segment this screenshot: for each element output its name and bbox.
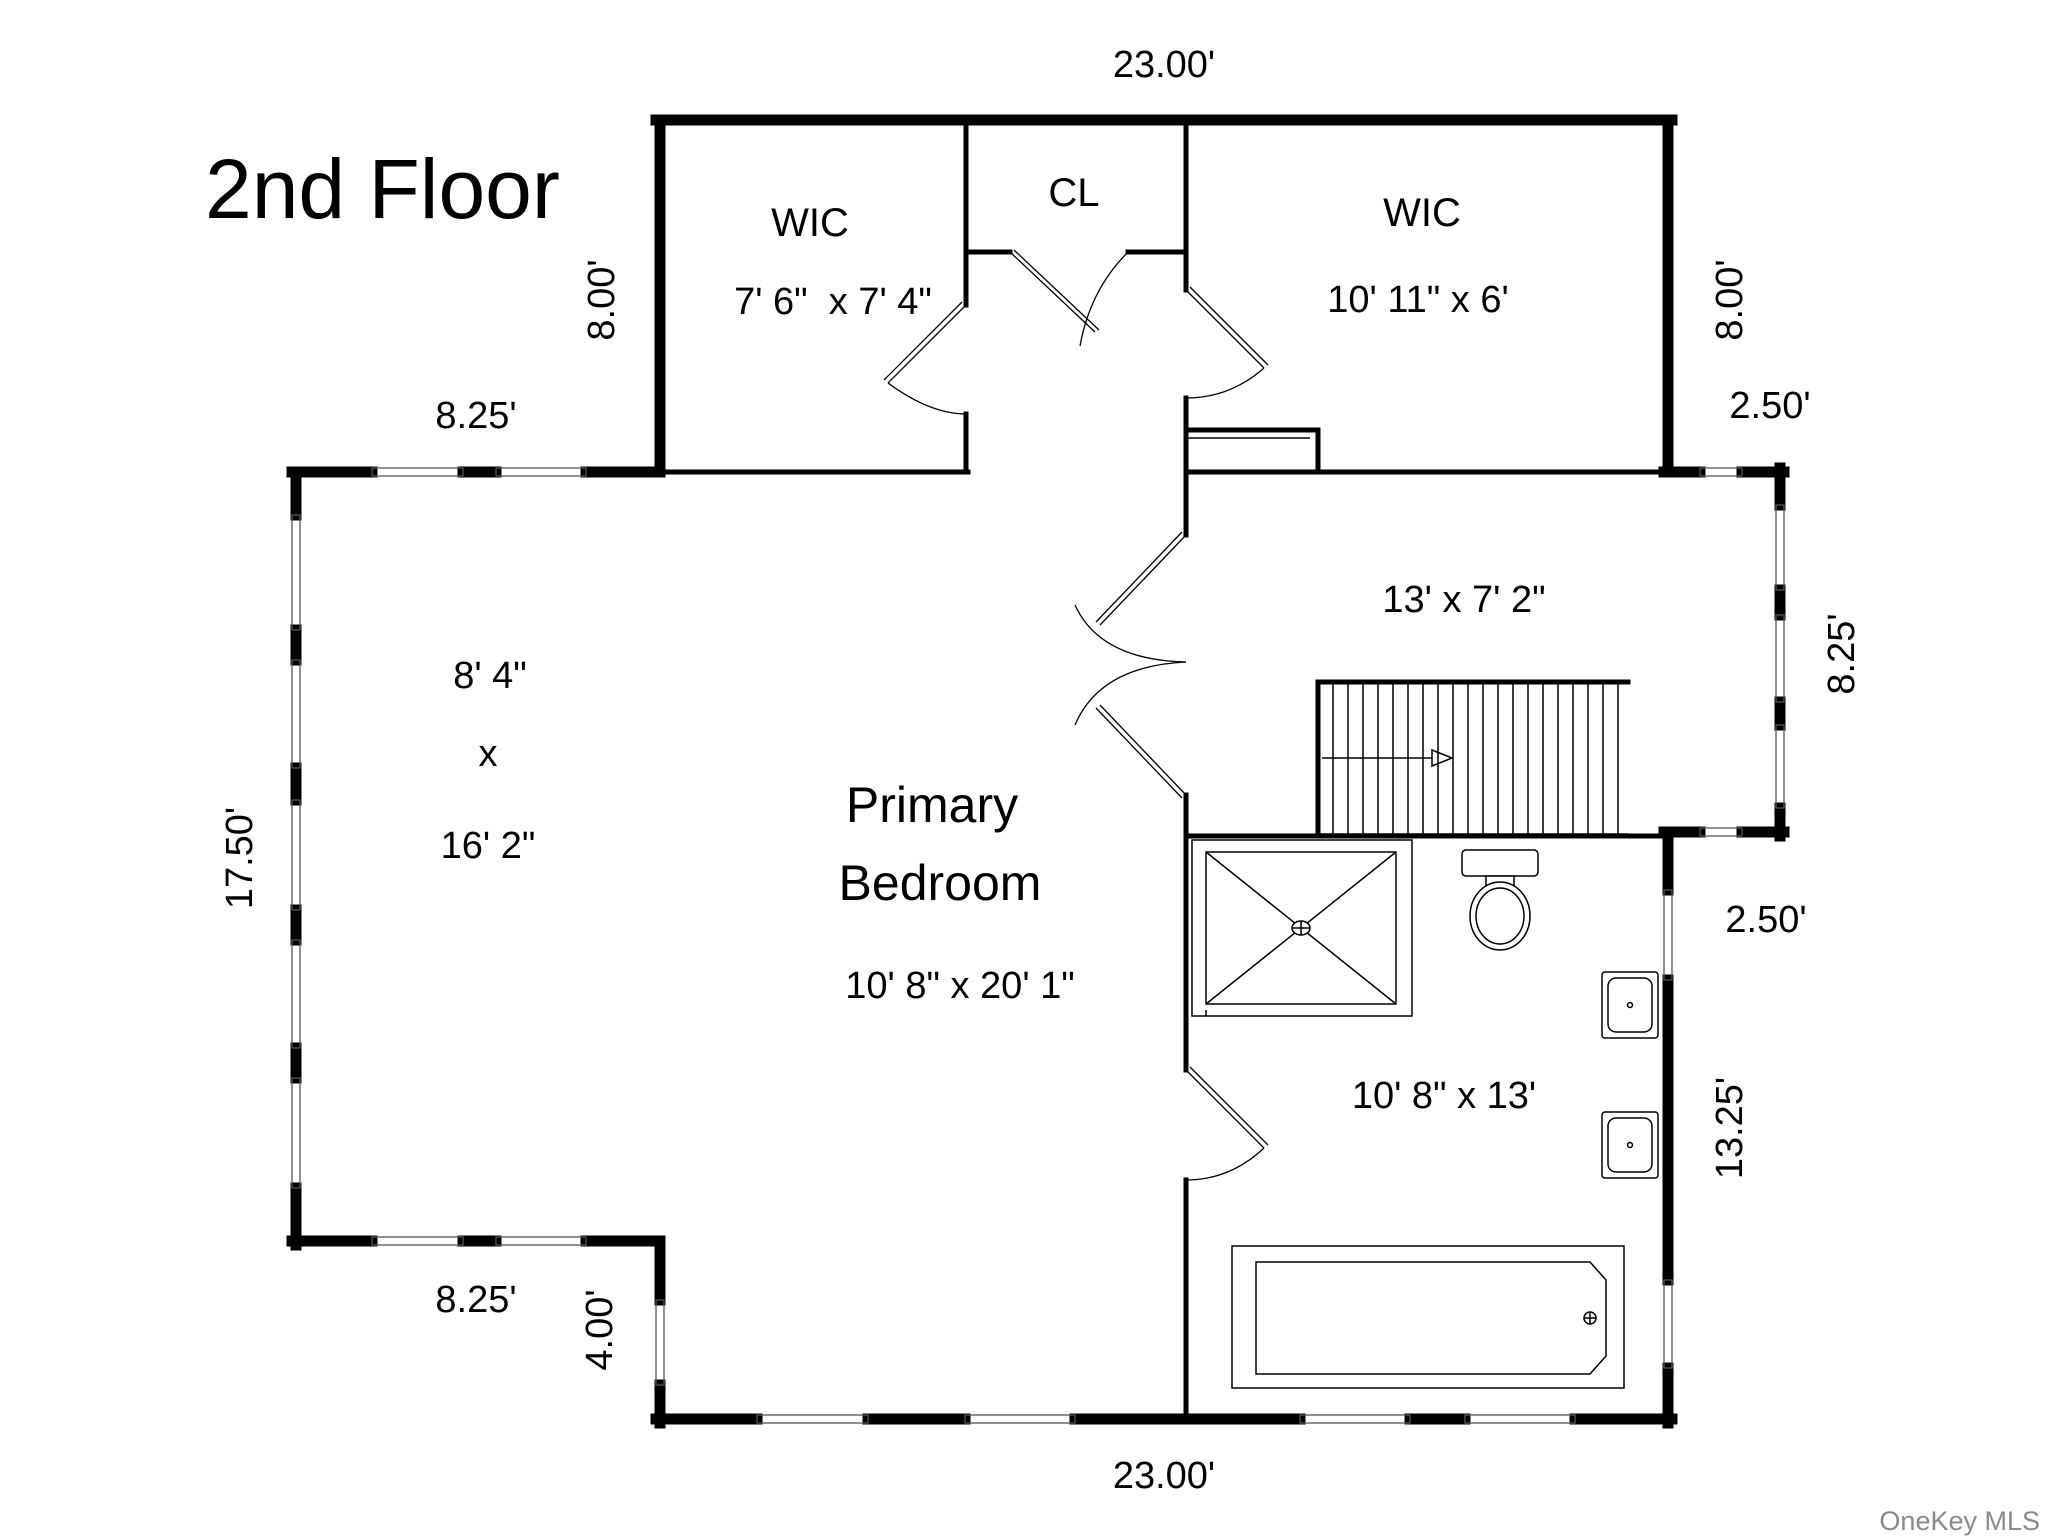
sink-upper-icon [1601, 971, 1659, 1039]
dim-right-wic-height: 8.00' [1709, 259, 1751, 340]
exterior-walls [286, 114, 1790, 1429]
door-landing-lower-leaf [1099, 704, 1187, 796]
window-right-landing-2 [1775, 614, 1785, 703]
dim-right-landing-height: 8.25' [1821, 613, 1863, 694]
door-landing-lower-swing [1074, 661, 1187, 726]
door-bath-swing [1185, 1147, 1265, 1181]
window-left-3 [291, 799, 301, 911]
room-sitting-size-b: 16' 2" [441, 825, 536, 867]
window-right-landing-3 [1775, 724, 1785, 809]
room-closet-name: CL [1048, 171, 1099, 215]
door-bath-leaf [1185, 1069, 1265, 1149]
stair-treads [1318, 684, 1628, 835]
door-landing-upper-leaf [1099, 534, 1187, 626]
dim-left-height: 17.50' [219, 807, 261, 909]
door-cl-swing [1079, 251, 1129, 347]
toilet-icon [1461, 849, 1539, 951]
labels: 2nd Floor 23.00' 23.00' 8.25' 8.25' 2.50… [205, 44, 2040, 1536]
dim-upper-right-step: 2.50' [1729, 385, 1810, 427]
window-bottom-3 [1299, 1414, 1411, 1424]
room-landing-size: 13' x 7' 2" [1382, 579, 1545, 621]
dim-right-bath-height: 13.25' [1709, 1077, 1751, 1179]
doors [883, 249, 1269, 1181]
door-wic-left-leaf-2 [883, 301, 963, 381]
interior-walls [657, 117, 1671, 1422]
window-step [655, 1299, 665, 1386]
room-primary-name-2: Bedroom [839, 855, 1042, 911]
dim-left-wic-height: 8.00' [581, 259, 623, 340]
sink-lower-icon [1601, 1111, 1659, 1179]
dim-lower-left-offset: 8.25' [435, 1279, 516, 1321]
floor-title: 2nd Floor [205, 142, 560, 236]
window-bottom-2 [964, 1414, 1076, 1424]
window-lower-left-1 [371, 1236, 464, 1246]
window-right-landing-1 [1775, 504, 1785, 591]
door-landing-lower-leaf-2 [1095, 707, 1183, 799]
door-wic-right-swing [1185, 367, 1265, 399]
door-landing-upper-swing [1074, 604, 1187, 663]
window-upper-left-1 [371, 467, 464, 477]
door-cl-left-leaf [1009, 251, 1096, 333]
dim-lower-left-step: 4.00' [579, 1289, 621, 1370]
window-upper-left-2 [495, 467, 587, 477]
door-bath-leaf-2 [1189, 1066, 1269, 1146]
window-lower-right [1699, 827, 1743, 837]
room-primary-size: 10' 8" x 20' 1" [845, 965, 1075, 1007]
door-wic-left-swing [887, 382, 967, 415]
room-wic-left-size: 7' 6" x 7' 4" [734, 281, 932, 323]
window-right-bath-2 [1663, 1279, 1673, 1369]
room-wic-left-name: WIC [771, 201, 849, 245]
shower [1191, 839, 1413, 1017]
window-bottom-1 [756, 1414, 869, 1424]
bath-fixtures [1191, 839, 1659, 1389]
door-wic-right-leaf-2 [1189, 286, 1269, 366]
dim-bottom-width: 23.00' [1113, 1455, 1215, 1497]
room-sitting-size-x: x [479, 733, 498, 775]
window-lower-left-2 [495, 1236, 587, 1246]
door-wic-right-leaf [1185, 289, 1265, 369]
room-bath-size: 10' 8" x 13' [1352, 1075, 1536, 1117]
stair-outline [1315, 679, 1631, 839]
dim-lower-right-step: 2.50' [1725, 899, 1806, 941]
windows [291, 467, 1785, 1424]
window-left-5 [291, 1077, 301, 1189]
door-cl-left-leaf-2 [1013, 249, 1100, 331]
dim-top-width: 23.00' [1113, 44, 1215, 86]
door-wic-left-leaf [887, 304, 967, 384]
window-bottom-4 [1464, 1414, 1576, 1424]
room-primary-name-1: Primary [846, 777, 1018, 833]
room-wic-right-size: 10' 11" x 6' [1327, 279, 1509, 321]
window-upper-right [1699, 467, 1743, 477]
window-right-bath-1 [1663, 889, 1673, 981]
staircase [1315, 679, 1631, 839]
room-sitting-size-a: 8' 4" [453, 655, 527, 697]
dim-upper-left-offset: 8.25' [435, 395, 516, 437]
door-landing-upper-leaf-2 [1095, 531, 1183, 623]
wall-linen-box [1183, 427, 1321, 475]
bathtub-icon [1231, 1245, 1625, 1389]
stair-arrow-head [1431, 748, 1455, 768]
watermark: OneKey MLS [1879, 1506, 2040, 1536]
window-left-2 [291, 659, 301, 769]
window-left-1 [291, 514, 301, 631]
window-left-4 [291, 939, 301, 1049]
room-wic-right-name: WIC [1383, 191, 1461, 235]
